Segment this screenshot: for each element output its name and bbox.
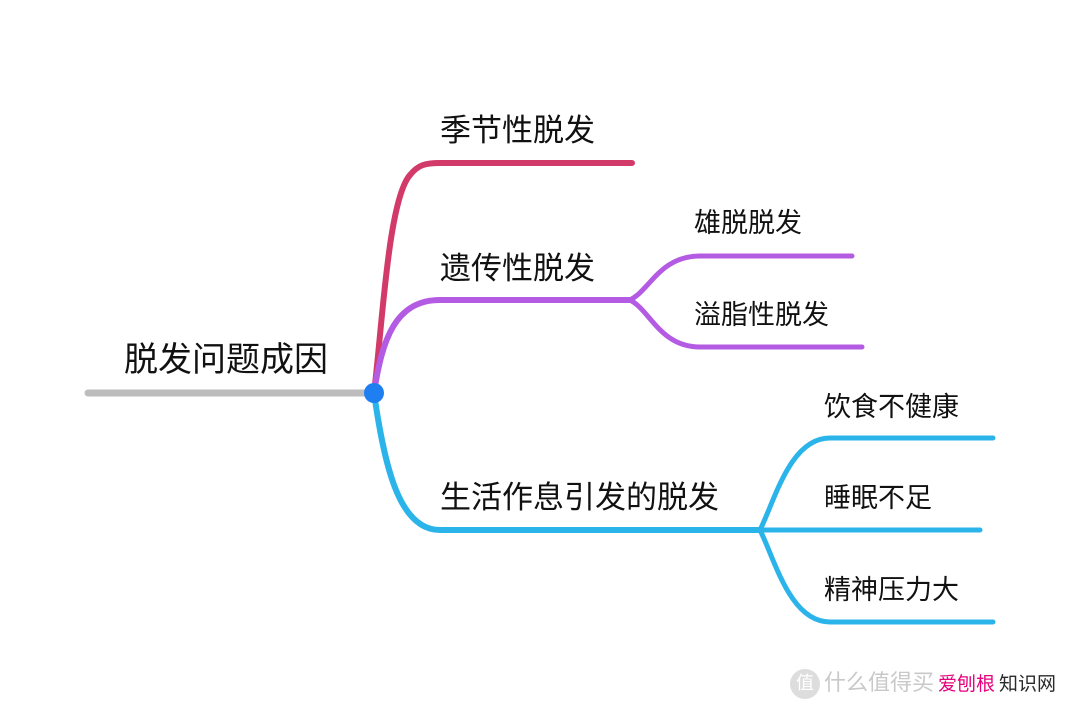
- hub-node: [364, 383, 384, 403]
- branch-line-androgenetic: [627, 253, 855, 303]
- watermark-site-plain: 知识网: [998, 672, 1056, 695]
- root-node-label: 脱发问题成因: [124, 340, 328, 380]
- branch-line-seasonal: [371, 160, 635, 396]
- branch-line-seborrheic: [627, 297, 865, 350]
- watermark-logo-icon: 值: [789, 669, 820, 699]
- leaf-label-diet: 饮食不健康: [824, 392, 959, 423]
- branch-line-lifestyle: [371, 390, 763, 533]
- watermark-site-colored: 爱刨根: [937, 672, 995, 695]
- leaf-label-stress: 精神压力大: [824, 575, 959, 606]
- leaf-label-seborrheic: 溢脂性脱发: [694, 300, 829, 331]
- branch-line-diet: [757, 435, 996, 533]
- branch-label-genetic: 遗传性脱发: [440, 251, 595, 287]
- watermark-text: 什么值得买: [823, 671, 934, 696]
- branch-line-genetic: [371, 297, 633, 396]
- branch-label-lifestyle: 生活作息引发的脱发: [440, 480, 719, 516]
- branch-line-stress: [757, 527, 996, 625]
- leaf-label-sleep: 睡眠不足: [824, 483, 932, 514]
- branch-label-seasonal: 季节性脱发: [440, 113, 595, 149]
- leaf-label-androgenetic: 雄脱脱发: [694, 208, 802, 239]
- watermark: 值 什么值得买 爱刨根知识网: [789, 669, 1056, 699]
